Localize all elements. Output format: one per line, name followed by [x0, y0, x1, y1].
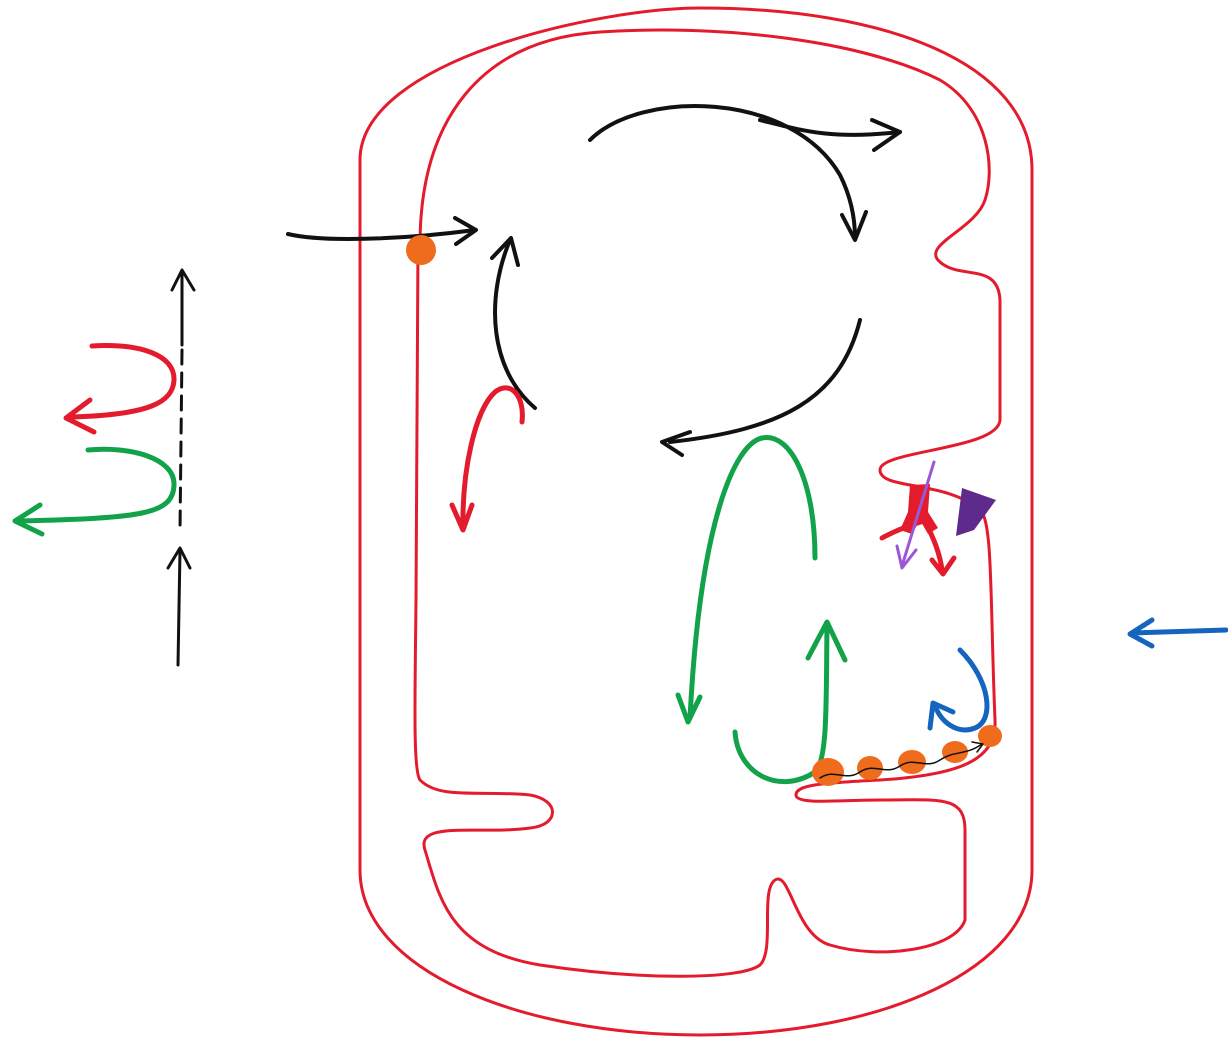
- red-inner-arrow: [460, 385, 525, 531]
- red-complex-arrow: [922, 519, 945, 573]
- etc-complex-5: [978, 725, 1002, 747]
- legend-axis-dashed: [178, 348, 184, 532]
- blue-inner-arrow: [932, 647, 990, 733]
- green-loop-arrowhead: [675, 692, 703, 725]
- blue-inner-arrowhead: [927, 700, 956, 731]
- legend-red-u-arrowhead: [63, 397, 97, 435]
- electron-flow-arrow: [819, 743, 983, 779]
- cycle-arrow-top: [588, 104, 857, 240]
- violet-arrowhead: [895, 544, 918, 570]
- import-arrow: [286, 228, 477, 241]
- blue-external-arrow: [1129, 627, 1228, 636]
- violet-arrow: [900, 460, 936, 568]
- legend-key: [12, 268, 196, 667]
- green-loop-arrow: [687, 435, 818, 721]
- purple-complex: [956, 488, 996, 536]
- red-complex-arrowhead: [929, 555, 957, 577]
- outer-membrane: [358, 6, 1034, 1037]
- legend-green-u-arrowhead: [12, 502, 45, 537]
- cycle-branch-arrow: [758, 118, 902, 137]
- green-return-arrowhead: [805, 619, 848, 663]
- import-arrowhead: [453, 216, 478, 246]
- legend-green-u-arrow: [15, 446, 177, 524]
- etc-complex-1: [812, 758, 844, 786]
- import-transporter: [406, 235, 436, 265]
- legend-axis-lower-arrowhead: [166, 546, 192, 570]
- cycle-arrow-left: [493, 238, 537, 410]
- etc-complex-4: [942, 741, 968, 763]
- legend-red-u-arrow: [67, 343, 177, 420]
- red-inner-arrowhead: [449, 502, 475, 533]
- electron-flow-arrowhead: [971, 741, 984, 753]
- cycle-arrow-top-head: [840, 210, 868, 242]
- inner-membrane: [413, 28, 1002, 978]
- cycle-arrow-right-head: [660, 430, 692, 457]
- cycle-arrow-left-head: [490, 236, 520, 267]
- electron-transport-chain: [812, 725, 1002, 786]
- cycle-arrow-right: [668, 318, 862, 444]
- blue-external-arrowhead: [1127, 617, 1155, 649]
- membrane-complex: [879, 460, 996, 577]
- legend-axis-upper-arrowhead: [170, 268, 196, 292]
- legend-axis-lower-arrow: [176, 548, 182, 667]
- cycle-branch-arrowhead: [870, 118, 902, 152]
